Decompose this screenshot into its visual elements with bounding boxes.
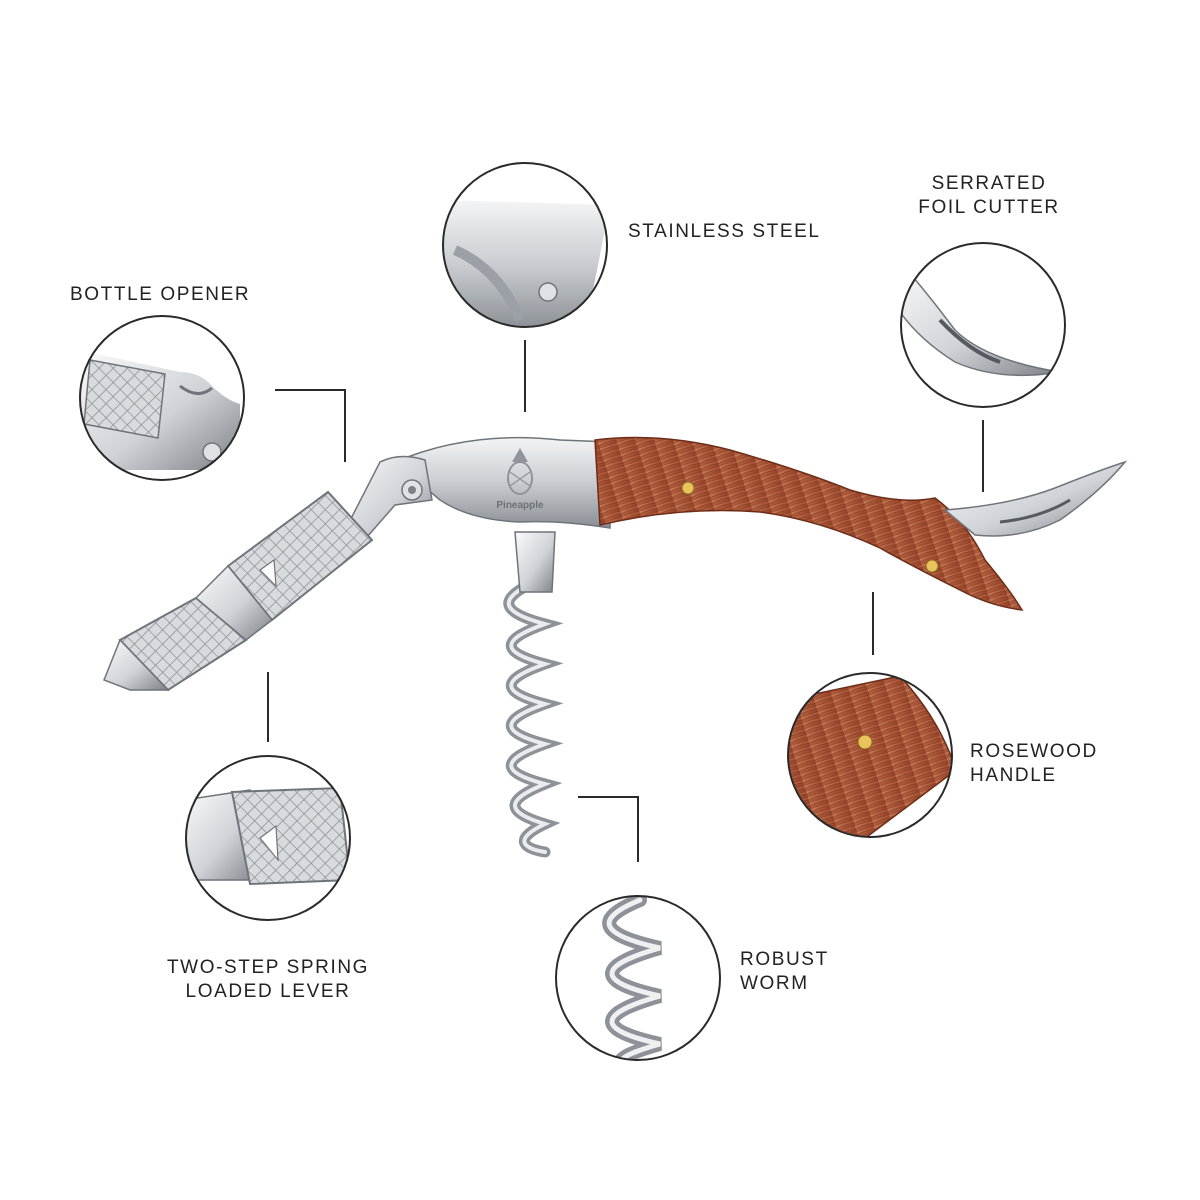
pineapple-logo-icon <box>507 448 533 495</box>
label-rosewood-handle: ROSEWOOD HANDLE <box>970 741 1098 786</box>
handle-rivet-2 <box>925 559 939 573</box>
detail-spring-lever <box>185 755 351 921</box>
label-foil-cutter: SERRATED FOIL CUTTER <box>918 173 1060 218</box>
lever-arm <box>338 455 433 546</box>
line-bottle-opener <box>275 389 346 462</box>
callout-lines <box>267 340 984 862</box>
detail-stainless-steel <box>442 162 608 328</box>
handle-rivet-1 <box>681 481 695 495</box>
label-robust-worm: ROBUST WORM <box>740 949 829 994</box>
steel-body <box>393 436 611 529</box>
rosewood-handle <box>594 436 1024 611</box>
line-robust-worm <box>578 796 639 862</box>
label-spring-lever: TWO-STEP SPRING LOADED LEVER <box>166 957 370 1002</box>
brand-logo-text: Pineapple <box>496 500 544 511</box>
label-bottle-opener: BOTTLE OPENER <box>70 284 251 305</box>
detail-bottle-opener <box>79 315 245 481</box>
detail-rosewood-handle <box>787 672 953 838</box>
detail-foil-cutter <box>900 242 1066 408</box>
detail-robust-worm <box>555 895 721 1061</box>
corkscrew-main: Pineapple <box>103 436 1128 858</box>
label-stainless-steel: STAINLESS STEEL <box>628 221 821 242</box>
foil-cutter-blade <box>943 460 1128 537</box>
